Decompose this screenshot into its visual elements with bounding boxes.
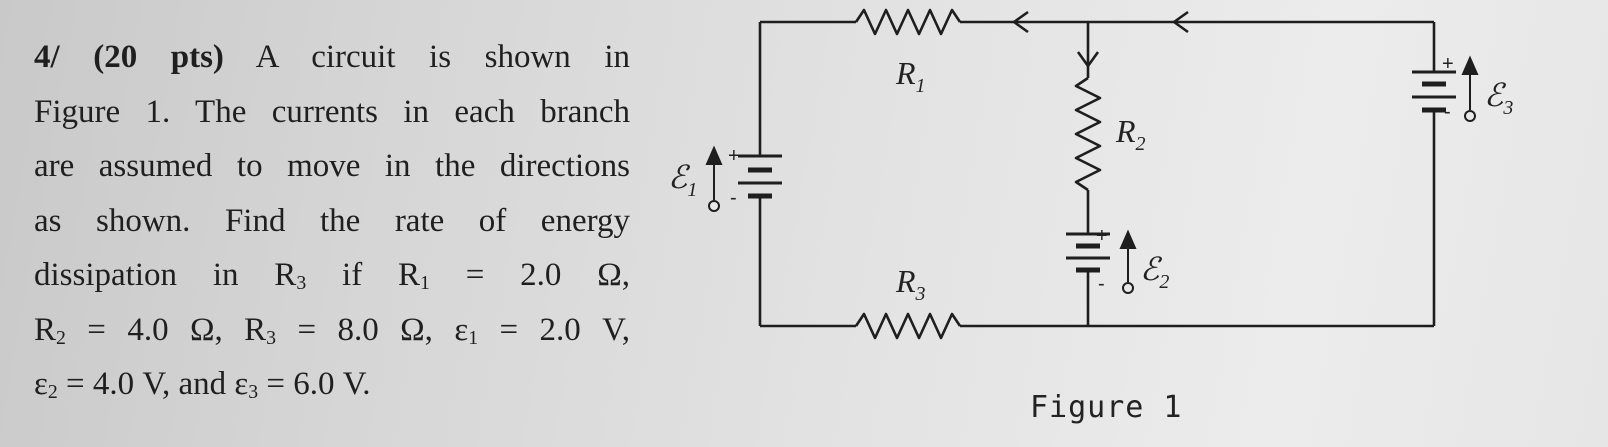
emf-arrow-e2 xyxy=(1119,229,1137,294)
subscript: 2 xyxy=(56,326,66,349)
problem-statement: 4/ (20 pts) A circuit is shown in Figure… xyxy=(34,30,630,412)
problem-text: R xyxy=(34,311,57,348)
circuit-diagram: R1 R2 R3 ℰ1 ℰ2 ℰ3 + - + - + - xyxy=(668,8,1513,340)
figure-caption: Figure 1 xyxy=(1030,390,1183,425)
circuit-figure: R1 R2 R3 ℰ1 ℰ2 ℰ3 + - + - + - xyxy=(660,0,1608,447)
label-e1: ℰ1 xyxy=(668,159,697,201)
subscript: 3 xyxy=(266,326,277,349)
problem-line-1: 4/ (20 pts) A circuit is shown in xyxy=(34,30,630,85)
label-r2: R2 xyxy=(1115,113,1146,155)
problem-text: if R xyxy=(306,257,421,293)
problem-text: = 4.0 V, and ε xyxy=(57,366,249,402)
battery-e2 xyxy=(1066,232,1110,273)
problem-text: ε xyxy=(34,366,48,402)
resistor-r3 xyxy=(854,312,962,340)
problem-text: A circuit is shown in xyxy=(255,39,631,75)
problem-number: 4/ xyxy=(34,39,60,75)
problem-text: dissipation in R xyxy=(34,257,297,293)
subscript: 1 xyxy=(468,326,479,349)
problem-text: = 2.0 Ω, xyxy=(429,257,631,293)
problem-line-3: are assumed to move in the directions xyxy=(34,148,630,184)
battery-e3 xyxy=(1412,70,1456,113)
subscript: 1 xyxy=(420,272,430,294)
problem-points: (20 pts) xyxy=(93,39,224,75)
problem-line-6: R2 = 4.0 Ω, R3 = 8.0 Ω, ε1 = 2.0 V, xyxy=(34,303,630,358)
subscript: 3 xyxy=(296,272,307,294)
plus-sign-e2: + xyxy=(1096,225,1108,247)
current-arrow-r2 xyxy=(1076,51,1100,68)
problem-line-4: as shown. Find the rate of energy xyxy=(34,202,630,239)
problem-text: = 4.0 Ω, R xyxy=(65,311,267,348)
subscript: 2 xyxy=(47,381,58,403)
current-arrow-r1 xyxy=(1012,10,1029,34)
problem-text: = 6.0 V. xyxy=(258,366,371,402)
resistor-r2 xyxy=(1074,76,1102,192)
subscript: 3 xyxy=(248,381,259,403)
problem-line-2: Figure 1. The currents in each branch xyxy=(34,93,630,130)
problem-text: = 8.0 Ω, ε xyxy=(276,311,469,348)
problem-line-5: dissipation in R3 if R1 = 2.0 Ω, xyxy=(34,248,630,303)
plus-sign-e1: + xyxy=(728,145,740,167)
label-e2: ℰ2 xyxy=(1140,251,1169,293)
problem-text: = 2.0 V, xyxy=(478,311,630,348)
minus-sign-e2: - xyxy=(1098,273,1105,295)
label-e3: ℰ3 xyxy=(1484,77,1513,119)
minus-sign-e3: - xyxy=(1444,101,1451,123)
current-arrow-top-right xyxy=(1172,10,1189,34)
label-r3: R3 xyxy=(895,263,926,305)
resistor-r1 xyxy=(854,8,962,36)
emf-arrow-e3 xyxy=(1461,55,1479,122)
plus-sign-e3: + xyxy=(1442,53,1454,75)
problem-line-7: ε2 = 4.0 V, and ε3 = 6.0 V. xyxy=(34,357,630,412)
label-r1: R1 xyxy=(895,55,926,97)
minus-sign-e1: - xyxy=(730,187,737,209)
emf-arrow-e1 xyxy=(705,145,723,212)
battery-e1 xyxy=(738,154,782,199)
